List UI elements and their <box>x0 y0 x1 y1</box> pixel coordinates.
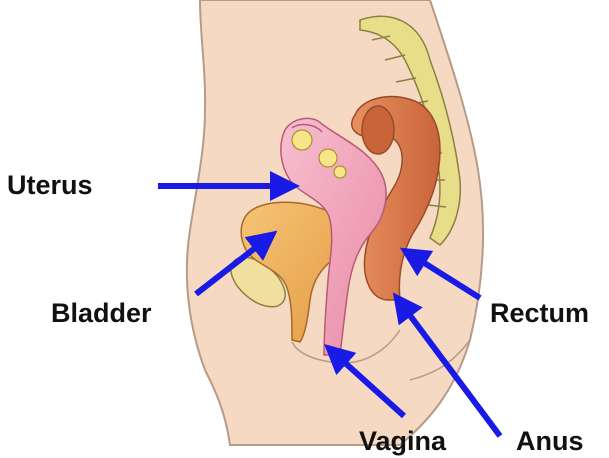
label-vagina: Vagina <box>359 428 446 455</box>
label-rectum: Rectum <box>490 300 589 327</box>
label-anus: Anus <box>516 428 584 455</box>
label-uterus: Uterus <box>7 172 93 199</box>
label-bladder: Bladder <box>51 300 152 327</box>
